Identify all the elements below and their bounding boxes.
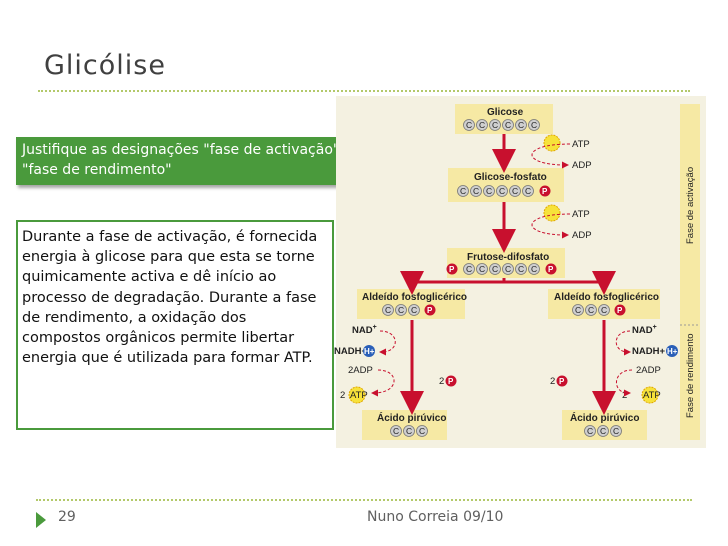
svg-text:C: C (531, 264, 537, 274)
svg-text:ATP: ATP (572, 209, 590, 220)
svg-text:C: C (486, 186, 492, 196)
svg-text:P: P (542, 187, 548, 196)
svg-text:2ADP: 2ADP (348, 365, 373, 376)
svg-text:C: C (575, 305, 581, 315)
question-box: Justifique as designações "fase de activ… (16, 137, 376, 185)
atp-yield-left: 2ADP 2 ATP 2 P (340, 365, 457, 404)
svg-text:C: C (505, 264, 511, 274)
svg-text:2: 2 (550, 376, 555, 387)
svg-text:C: C (499, 186, 505, 196)
svg-text:2: 2 (340, 390, 345, 401)
svg-text:C: C (385, 305, 391, 315)
atp-consumption-1: ATP ADP (531, 134, 592, 171)
svg-text:P: P (548, 265, 554, 274)
svg-text:C: C (588, 305, 594, 315)
svg-text:C: C (460, 186, 466, 196)
svg-text:H+: H+ (364, 347, 375, 356)
answer-box: Durante a fase de activação, é fornecida… (16, 220, 334, 430)
slide-title: Glicólise (44, 50, 166, 81)
svg-text:C: C (398, 305, 404, 315)
aldehyde-left-label: Aldeído fosfoglicérico (362, 292, 467, 303)
fructose-diphosphate-chain: P C C C C C C P (446, 263, 557, 275)
svg-text:C: C (525, 186, 531, 196)
svg-text:ATP: ATP (643, 390, 661, 401)
svg-text:C: C (466, 264, 472, 274)
glucose-phosphate-chain: C C C C C C P (457, 185, 551, 197)
svg-text:C: C (518, 264, 524, 274)
svg-text:H+: H+ (667, 347, 678, 356)
svg-text:C: C (411, 305, 417, 315)
nad-left: NAD+ NADH+ H+ (334, 324, 396, 357)
svg-text:2ADP: 2ADP (636, 365, 661, 376)
pyruvic-left-label: Ácido pirúvico (377, 411, 446, 424)
svg-text:P: P (448, 377, 454, 386)
svg-text:NADH+: NADH+ (334, 346, 367, 357)
fructose-diphosphate-label: Frutose-difosfato (467, 252, 549, 263)
phase-yield-label: Fase de rendimento (685, 334, 696, 419)
atp-yield-right: 2ADP 2 ATP 2 P (550, 365, 661, 404)
page-number: 29 (58, 509, 76, 525)
footer-arrow-icon (36, 512, 46, 528)
nad-right: NAD+ NADH+ H+ (615, 324, 678, 357)
svg-text:C: C (479, 264, 485, 274)
aldehyde-right-label: Aldeído fosfoglicérico (554, 292, 659, 303)
svg-text:2: 2 (439, 376, 444, 387)
pyruvic-right-label: Ácido pirúvico (570, 411, 639, 424)
title-divider (38, 90, 690, 92)
svg-text:ATP: ATP (572, 139, 590, 150)
svg-text:C: C (492, 264, 498, 274)
aldehyde-left-chain: C C C P (382, 304, 436, 316)
svg-text:C: C (531, 120, 537, 130)
svg-text:C: C (587, 426, 593, 436)
svg-text:ADP: ADP (572, 160, 592, 171)
svg-text:P: P (559, 377, 565, 386)
svg-text:C: C (492, 120, 498, 130)
svg-text:NADH+: NADH+ (632, 346, 665, 357)
pyruvic-left-box (362, 410, 447, 440)
footer-author: Nuno Correia 09/10 (367, 509, 504, 525)
svg-text:NAD+: NAD+ (632, 324, 657, 336)
svg-text:C: C (600, 426, 606, 436)
svg-text:C: C (518, 120, 524, 130)
phase-activation-label: Fase de activação (685, 167, 696, 244)
svg-text:ADP: ADP (572, 230, 592, 241)
glucose-label: Glicose (487, 107, 524, 118)
svg-text:ATP: ATP (350, 390, 368, 401)
svg-text:NAD+: NAD+ (352, 324, 377, 336)
phase-sidebar (680, 104, 700, 440)
arrow-split-right (504, 271, 616, 295)
footer-divider (36, 499, 692, 501)
svg-text:P: P (449, 265, 455, 274)
glucose-phosphate-label: Glicose-fosfato (474, 172, 547, 183)
svg-text:C: C (406, 426, 412, 436)
pyruvic-left-chain: C C C (390, 425, 428, 437)
atp-consumption-2: ATP ADP (531, 204, 592, 241)
svg-text:C: C (613, 426, 619, 436)
svg-text:2: 2 (622, 390, 627, 401)
svg-text:C: C (512, 186, 518, 196)
svg-text:C: C (393, 426, 399, 436)
svg-text:C: C (466, 120, 472, 130)
svg-text:P: P (427, 306, 433, 315)
svg-text:C: C (419, 426, 425, 436)
pyruvic-right-chain: C C C (584, 425, 622, 437)
aldehyde-right-chain: C C C P (572, 304, 626, 316)
svg-text:P: P (617, 306, 623, 315)
svg-text:C: C (479, 120, 485, 130)
arrow-split-left (400, 271, 506, 295)
svg-text:C: C (505, 120, 511, 130)
svg-text:C: C (473, 186, 479, 196)
svg-text:C: C (601, 305, 607, 315)
glucose-carbon-chain: C C C C C C (463, 119, 540, 131)
